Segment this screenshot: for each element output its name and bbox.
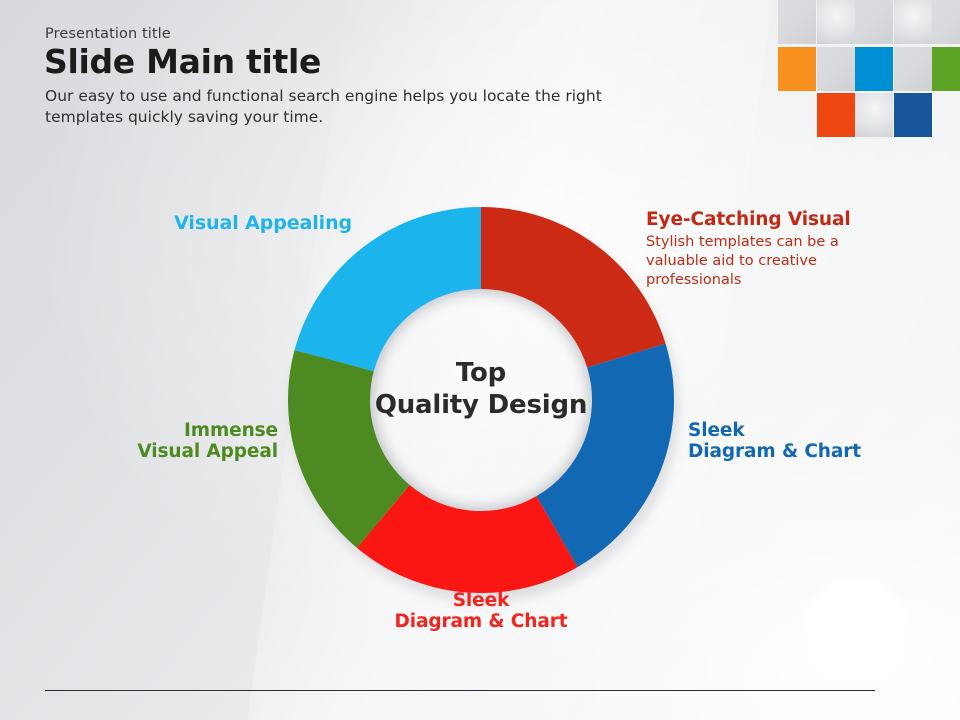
callout-sleek-right-line1: Sleek	[688, 420, 745, 441]
donut-center-line1: Top	[455, 358, 507, 388]
red-orange-cell-r2c1	[816, 93, 855, 137]
footer-divider-line	[45, 690, 875, 691]
callout-immense-visual-appeal: Immense Visual Appeal	[100, 420, 278, 463]
slide-main-title: Slide Main title	[44, 42, 322, 81]
segment-visual-appealing[interactable]	[294, 207, 481, 372]
grey-cell-r0c1	[816, 0, 855, 44]
donut-center-label: Top Quality Design	[284, 358, 678, 421]
callout-visual-appealing: Visual Appealing	[120, 212, 352, 234]
callout-visual-appealing-title: Visual Appealing	[174, 212, 352, 234]
callout-immense-line2: Visual Appeal	[137, 441, 278, 463]
slide-subtitle: Our easy to use and functional search en…	[45, 87, 602, 126]
callout-sleek-bottom-line1: Sleek	[452, 590, 510, 611]
green-cell-r1c4	[932, 46, 960, 91]
cyan-blue-cell-r1c2	[855, 46, 893, 91]
callout-eye-catching-visual: Eye-Catching Visual Stylish templates ca…	[646, 209, 876, 290]
donut-chart: Top Quality Design	[284, 203, 680, 603]
segment-sleek-diagram-chart-right[interactable]	[536, 343, 675, 568]
callout-immense-line1: Immense	[183, 420, 278, 441]
callout-sleek-diagram-chart-right: Sleek Diagram & Chart	[688, 420, 888, 463]
callout-eye-catching-title: Eye-Catching Visual	[646, 209, 851, 230]
callout-sleek-right-line2: Diagram & Chart	[688, 441, 862, 463]
background-circle-decoration	[800, 578, 912, 690]
logo-square-grid	[778, 0, 960, 137]
donut-center-line2: Quality Design	[374, 389, 588, 420]
donut-inner-hole-shading	[370, 289, 592, 511]
callout-eye-catching-body: Stylish templates can be a valuable aid …	[646, 234, 839, 288]
orange-cell-r1c0	[778, 46, 816, 91]
segment-sleek-diagram-chart-bottom[interactable]	[356, 485, 578, 593]
presentation-title-eyebrow: Presentation title	[45, 26, 171, 42]
grey-cell-r1c1	[816, 46, 855, 91]
segment-immense-visual-appeal[interactable]	[288, 350, 410, 548]
grey-cell-r0c4	[932, 0, 960, 44]
grey-cell-r0c0	[778, 0, 816, 44]
segment-eye-catching-visual[interactable]	[481, 207, 666, 368]
grey-cell-r0c3	[893, 0, 932, 44]
grey-cell-r0c2	[855, 0, 893, 44]
callout-sleek-bottom-line2: Diagram & Chart	[394, 611, 568, 633]
callout-sleek-diagram-chart-bottom: Sleek Diagram & Chart	[370, 590, 592, 633]
donut-chart-svg	[288, 207, 675, 593]
grey-cell-r2c2	[855, 93, 893, 137]
grey-cell-r1c3	[893, 46, 932, 91]
dark-blue-cell-r2c3	[893, 93, 932, 137]
